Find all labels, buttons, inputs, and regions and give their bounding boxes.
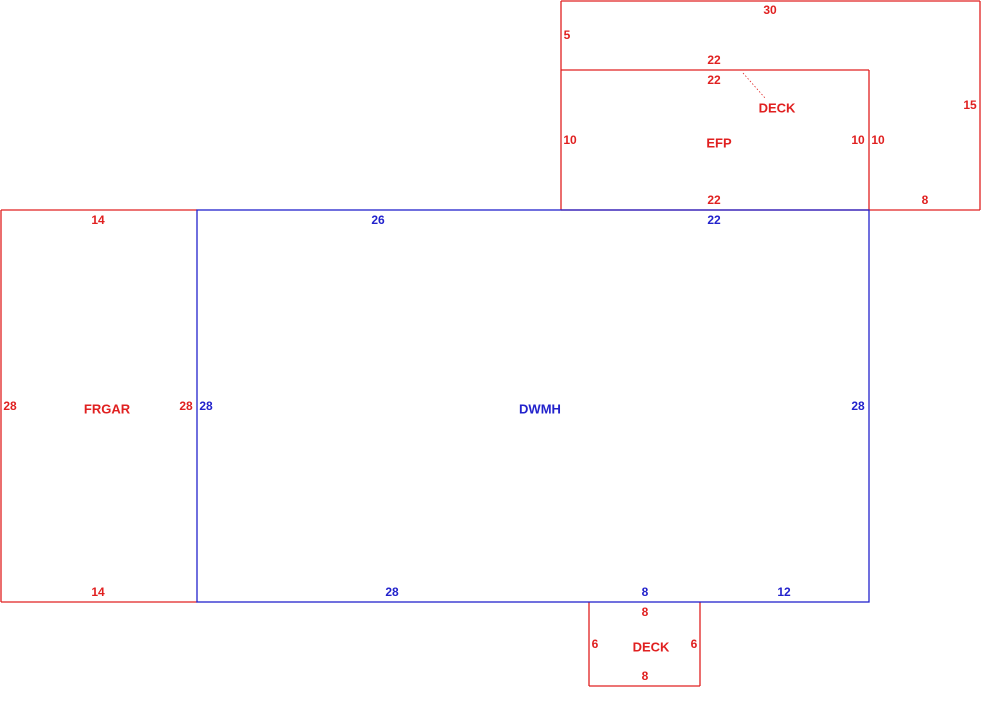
dim-upper-deck-left: 5 (564, 28, 571, 42)
dim-lower-deck-right: 6 (691, 637, 698, 651)
upper-deck-outline (560, 0, 981, 211)
dim-lower-deck-left: 6 (592, 637, 599, 651)
lower-deck-outline (588, 602, 701, 687)
dim-garage-left: 28 (3, 399, 17, 413)
area-label-porch: EFP (706, 135, 732, 150)
dim-lower-deck-top: 8 (642, 605, 649, 619)
dim-main-top-left: 26 (371, 213, 385, 227)
dim-upper-deck-top: 30 (763, 3, 777, 17)
main-dwelling-outline (196, 209, 870, 603)
area-label-upper-deck: DECK (759, 100, 796, 115)
area-label-garage: FRGAR (84, 401, 131, 416)
dim-porch-right: 10 (851, 133, 865, 147)
dim-upper-deck-inner: 10 (871, 133, 885, 147)
dim-garage-bottom: 14 (91, 585, 105, 599)
dim-garage-right: 28 (179, 399, 193, 413)
dim-upper-deck-right: 15 (963, 98, 977, 112)
dim-main-bottom-left: 28 (385, 585, 399, 599)
garage-outline (0, 209, 197, 603)
dim-porch-top-inner: 22 (707, 73, 721, 87)
dim-porch-left: 10 (563, 133, 577, 147)
dim-main-left: 28 (199, 399, 213, 413)
dim-main-bottom-right: 12 (777, 585, 791, 599)
deck-leader-line (742, 72, 766, 99)
area-label-main: DWMH (519, 401, 561, 416)
dim-porch-bottom: 22 (707, 193, 721, 207)
dim-garage-top: 14 (91, 213, 105, 227)
dim-main-top-right: 22 (707, 213, 721, 227)
dim-porch-top-outer: 22 (707, 53, 721, 67)
dim-lower-deck-bottom: 8 (642, 669, 649, 683)
dim-main-right: 28 (851, 399, 865, 413)
dim-upper-deck-bottom: 8 (922, 193, 929, 207)
area-label-lower-deck: DECK (633, 639, 670, 654)
dim-main-bottom-mid: 8 (642, 585, 649, 599)
